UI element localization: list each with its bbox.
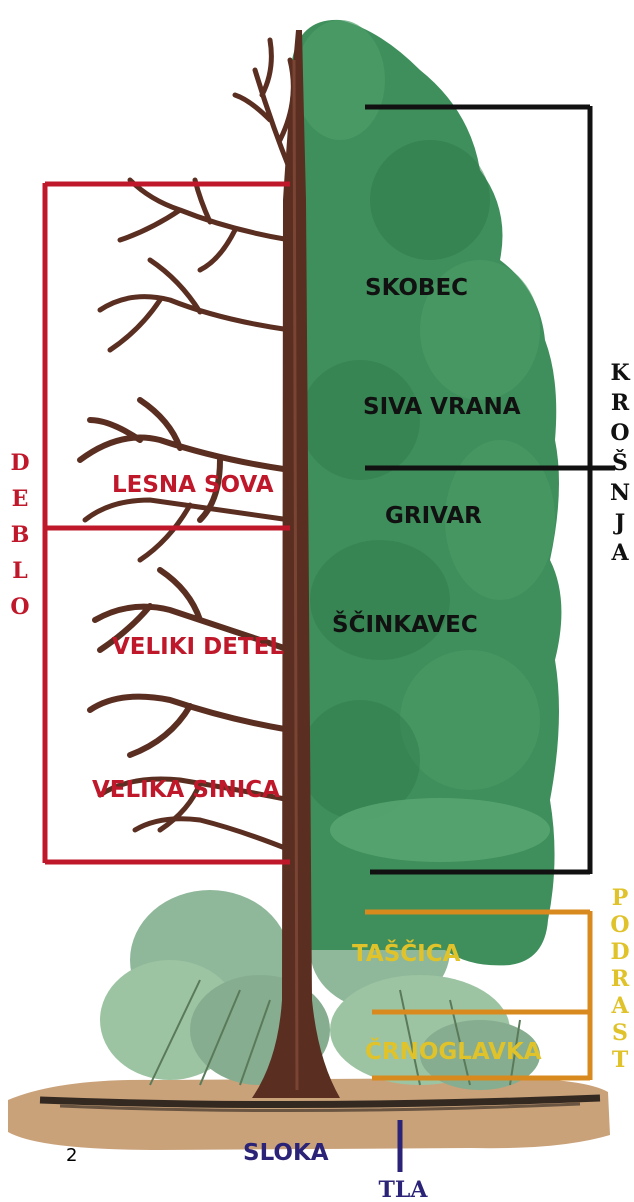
bird-label-siva-vrana: SIVA VRANA: [363, 394, 521, 420]
page-number: 2: [66, 1145, 77, 1166]
bird-label-skobec: SKOBEC: [365, 275, 468, 301]
tla-label: TLA: [379, 1177, 429, 1202]
bird-label-velika-sinica: VELIKA SINICA: [92, 777, 280, 803]
bird-label-sloka: SLOKA: [243, 1140, 329, 1166]
tree-canopy: [292, 20, 561, 966]
bird-label-lesna-sova: LESNA SOVA: [112, 472, 274, 498]
deblo-bracket: [45, 183, 290, 863]
bird-label-crnoglavka: ČRNOGLAVKA: [365, 1037, 542, 1065]
bare-branches: [80, 40, 293, 850]
bird-label-tascica: TAŠČICA: [352, 939, 461, 967]
bird-label-veliki-detel: VELIKI DETEL: [112, 634, 284, 660]
bird-label-grivar: GRIVAR: [385, 503, 482, 529]
bird-label-scinkavec: ŠČINKAVEC: [332, 610, 478, 638]
